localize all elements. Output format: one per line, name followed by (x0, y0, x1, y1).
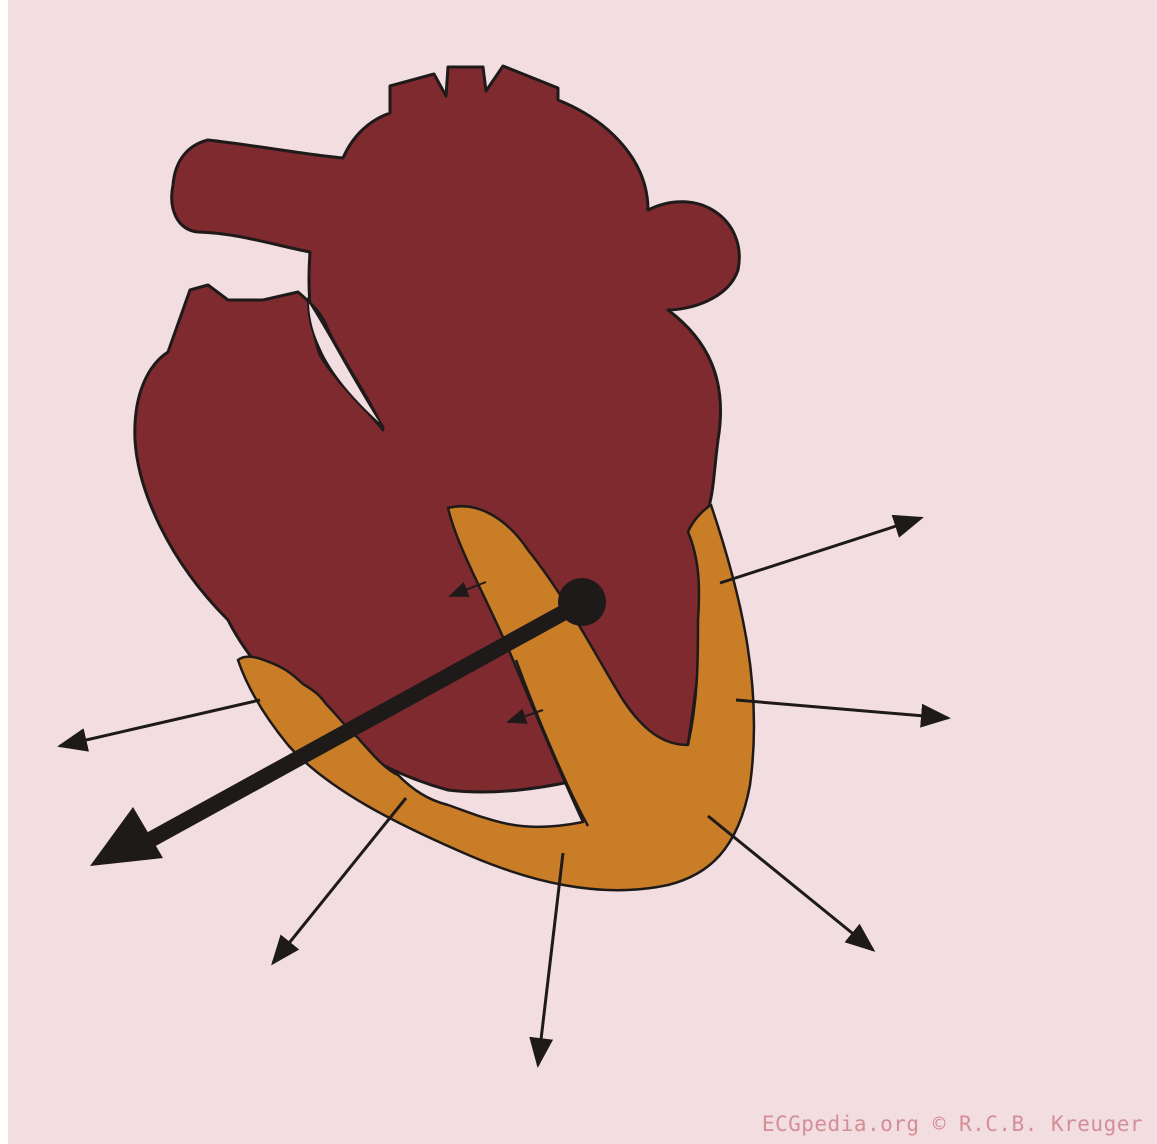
heart-depolarization-diagram (8, 0, 1157, 1144)
arrow-left (60, 700, 260, 746)
arrow-right-lower (708, 816, 873, 950)
arrow-lower-left (273, 798, 406, 963)
arrow-bottom (538, 853, 563, 1065)
diagram-canvas: ECGpedia.org © R.C.B. Kreuger (8, 0, 1157, 1144)
copyright-credit: ECGpedia.org © R.C.B. Kreuger (762, 1112, 1143, 1136)
arrow-right-upper (720, 518, 921, 583)
arrow-right-middle (736, 700, 948, 718)
